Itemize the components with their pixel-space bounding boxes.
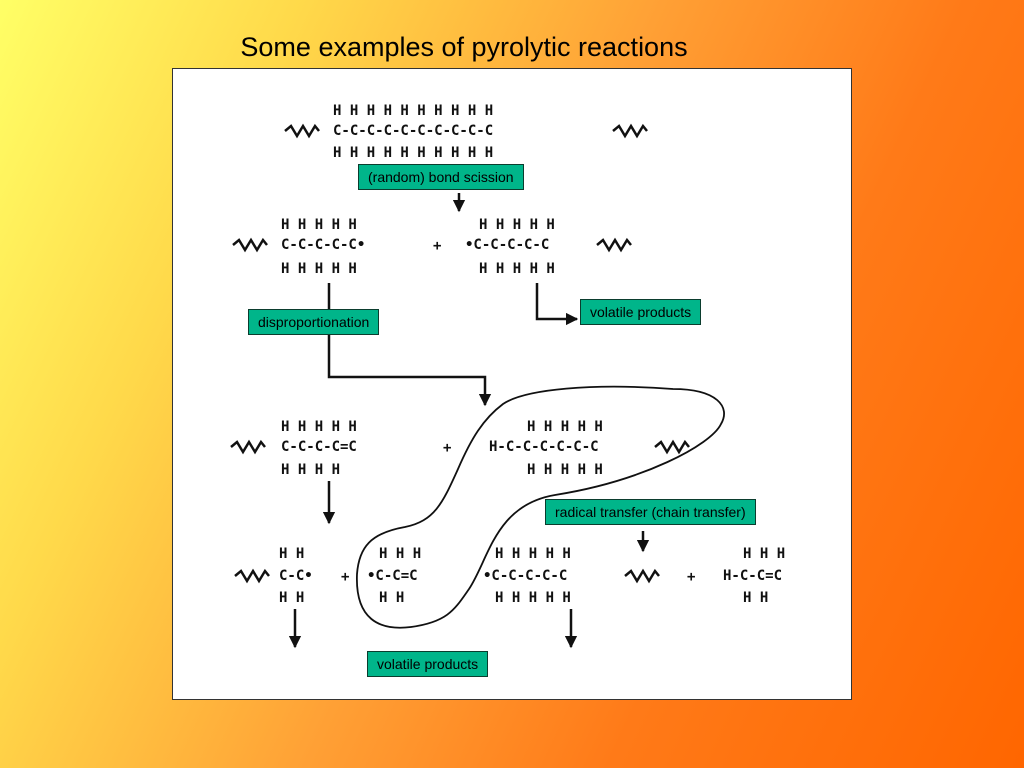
label-volatile-products-1: volatile products <box>580 299 702 325</box>
alkene-end-wavy-end <box>230 439 266 455</box>
radical-left-backbone: C-C-C-C-C• <box>281 237 365 253</box>
radical-right-backbone: •C-C-C-C-C <box>465 237 549 253</box>
chain-wavy-end-left <box>284 123 320 139</box>
chain-radical-wavy-end <box>624 568 660 584</box>
plus-sign-row4-b: + <box>687 569 695 585</box>
alkene-end-backbone: C-C-C-C=C <box>281 439 357 455</box>
small-radical-bottom-h: H H <box>279 590 304 606</box>
chain-wavy-end-right <box>612 123 648 139</box>
radical-left-wavy-end <box>232 237 268 253</box>
allyl-radical-top-h: H H H <box>379 546 421 562</box>
radical-left-top-h: H H H H H <box>281 217 357 233</box>
chain-radical-backbone: •C-C-C-C-C <box>483 568 567 584</box>
chain-radical-top-h: H H H H H <box>495 546 571 562</box>
propene-backbone: H-C-C=C <box>723 568 782 584</box>
plus-sign-row3: + <box>443 440 451 456</box>
slide-title: Some examples of pyrolytic reactions <box>240 32 688 62</box>
radical-right-bottom-h: H H H H H <box>479 261 555 277</box>
label-radical-transfer: radical transfer (chain transfer) <box>545 499 756 525</box>
label-disproportionation: disproportionation <box>248 309 380 335</box>
label-volatile-products-2: volatile products <box>367 651 489 677</box>
arrow-disproportionation <box>327 283 492 407</box>
propene-bottom-h: H H <box>743 590 768 606</box>
small-radical-top-h: H H <box>279 546 304 562</box>
plus-sign-row4-a: + <box>341 569 349 585</box>
saturated-end-backbone: H-C-C-C-C-C-C <box>489 439 599 455</box>
reaction-diagram-panel: H H H H H H H H H H C-C-C-C-C-C-C-C-C-C … <box>172 68 852 700</box>
allyl-radical-backbone: •C-C=C <box>367 568 418 584</box>
small-radical-backbone: C-C• <box>279 568 313 584</box>
label-bond-scission: (random) bond scission <box>358 164 524 190</box>
arrow-volatile-products-1 <box>535 283 579 326</box>
plus-sign-row2: + <box>433 238 441 254</box>
radical-right-wavy-end <box>596 237 632 253</box>
polymer-chain-bottom-h: H H H H H H H H H H <box>333 145 493 161</box>
reaction-diagram: H H H H H H H H H H C-C-C-C-C-C-C-C-C-C … <box>230 103 785 649</box>
saturated-end-top-h: H H H H H <box>527 419 603 435</box>
propene-top-h: H H H <box>743 546 785 562</box>
small-radical-wavy-end <box>234 568 270 584</box>
saturated-end-bottom-h: H H H H H <box>527 462 603 478</box>
chain-radical-bottom-h: H H H H H <box>495 590 571 606</box>
alkene-end-bottom-h: H H H H <box>281 462 340 478</box>
allyl-radical-bottom-h: H H <box>379 590 404 606</box>
radical-transfer-enclosure <box>356 385 725 629</box>
alkene-end-top-h: H H H H H <box>281 419 357 435</box>
radical-left-bottom-h: H H H H H <box>281 261 357 277</box>
saturated-end-wavy-end <box>654 439 690 455</box>
polymer-chain-backbone: C-C-C-C-C-C-C-C-C-C <box>333 123 493 139</box>
radical-right-top-h: H H H H H <box>479 217 555 233</box>
polymer-chain-top-h: H H H H H H H H H H <box>333 103 493 119</box>
